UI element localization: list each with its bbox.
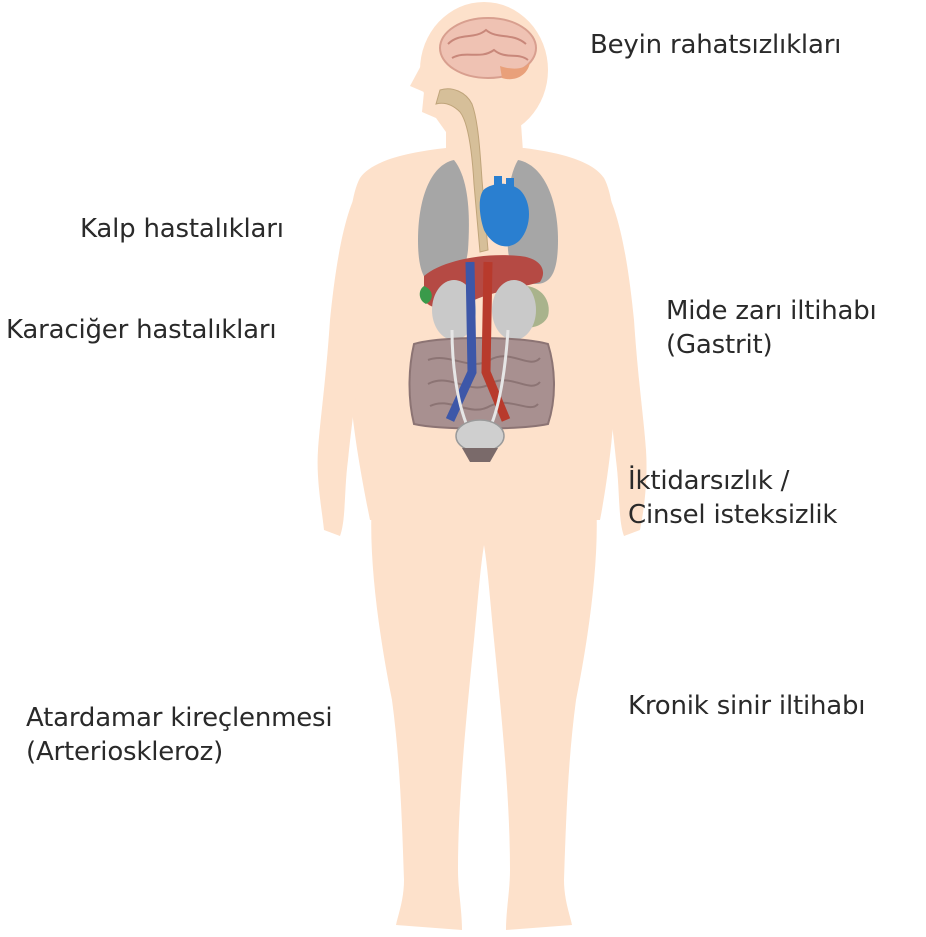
label-liver-diseases: Karaciğer hastalıkları (6, 313, 276, 347)
label-heart-diseases: Kalp hastalıkları (80, 212, 284, 246)
intestines-illustration (410, 338, 555, 429)
label-gastritis: Mide zarı iltihabı (Gastrit) (666, 294, 877, 362)
label-brain-disorders: Beyin rahatsızlıkları (590, 28, 841, 62)
body-silhouette (318, 2, 647, 930)
brain-illustration (440, 18, 536, 79)
label-impotence: İktidarsızlık / Cinsel isteksizlik (628, 464, 837, 532)
label-arteriosclerosis-line2: (Arterioskleroz) (26, 735, 332, 769)
label-gastritis-line1: Mide zarı iltihabı (666, 294, 877, 328)
label-gastritis-line2: (Gastrit) (666, 328, 877, 362)
label-arteriosclerosis-line1: Atardamar kireçlenmesi (26, 701, 332, 735)
label-impotence-line1: İktidarsızlık / (628, 464, 837, 498)
label-impotence-line2: Cinsel isteksizlik (628, 498, 837, 532)
label-arteriosclerosis: Atardamar kireçlenmesi (Arterioskleroz) (26, 701, 332, 769)
label-chronic-neuritis: Kronik sinir iltihabı (628, 689, 865, 723)
